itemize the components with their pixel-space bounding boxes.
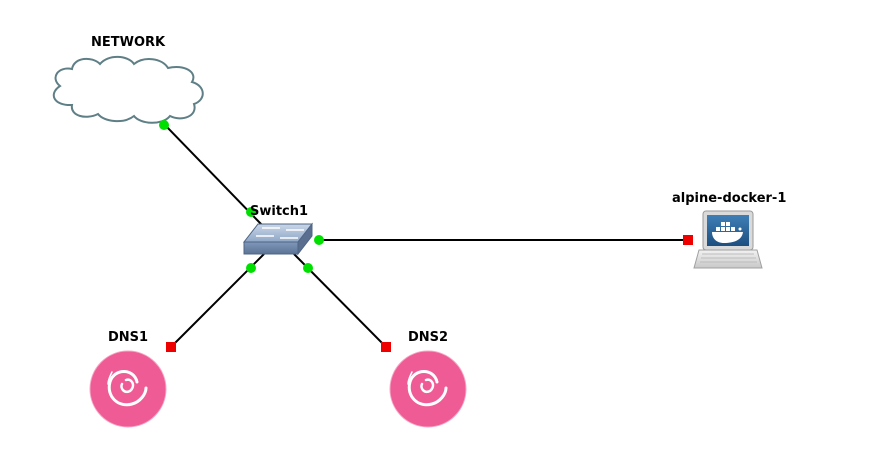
link-network-switch1[interactable]	[164, 124, 263, 226]
dns1-node[interactable]	[89, 350, 167, 428]
port-status-switch1-to-alpine-up	[314, 235, 324, 245]
alpine-docker-1-label[interactable]: alpine-docker-1	[672, 191, 787, 206]
laptop-docker-icon	[693, 210, 763, 269]
cloud-icon	[52, 55, 204, 124]
debian-icon	[89, 350, 167, 428]
debian-icon	[389, 350, 467, 428]
network-label[interactable]: NETWORK	[91, 35, 166, 50]
port-status-switch1-to-dns2-up	[303, 263, 313, 273]
dns2-node[interactable]	[389, 350, 467, 428]
port-status-dns1-down	[166, 342, 176, 352]
port-status-switch1-to-dns1-up	[246, 263, 256, 273]
alpine-docker-1-node[interactable]	[693, 210, 763, 269]
port-status-switch1-to-network-up	[246, 207, 256, 217]
switch1-label[interactable]: Switch1	[250, 204, 309, 219]
network-node[interactable]	[52, 55, 204, 124]
switch-icon	[242, 222, 314, 256]
dns1-label[interactable]: DNS1	[108, 330, 149, 345]
dns2-label[interactable]: DNS2	[408, 330, 449, 345]
port-status-network-up	[159, 120, 169, 130]
switch1-node[interactable]	[242, 222, 314, 256]
port-status-dns2-down	[381, 342, 391, 352]
port-status-alpine-down	[683, 235, 693, 245]
